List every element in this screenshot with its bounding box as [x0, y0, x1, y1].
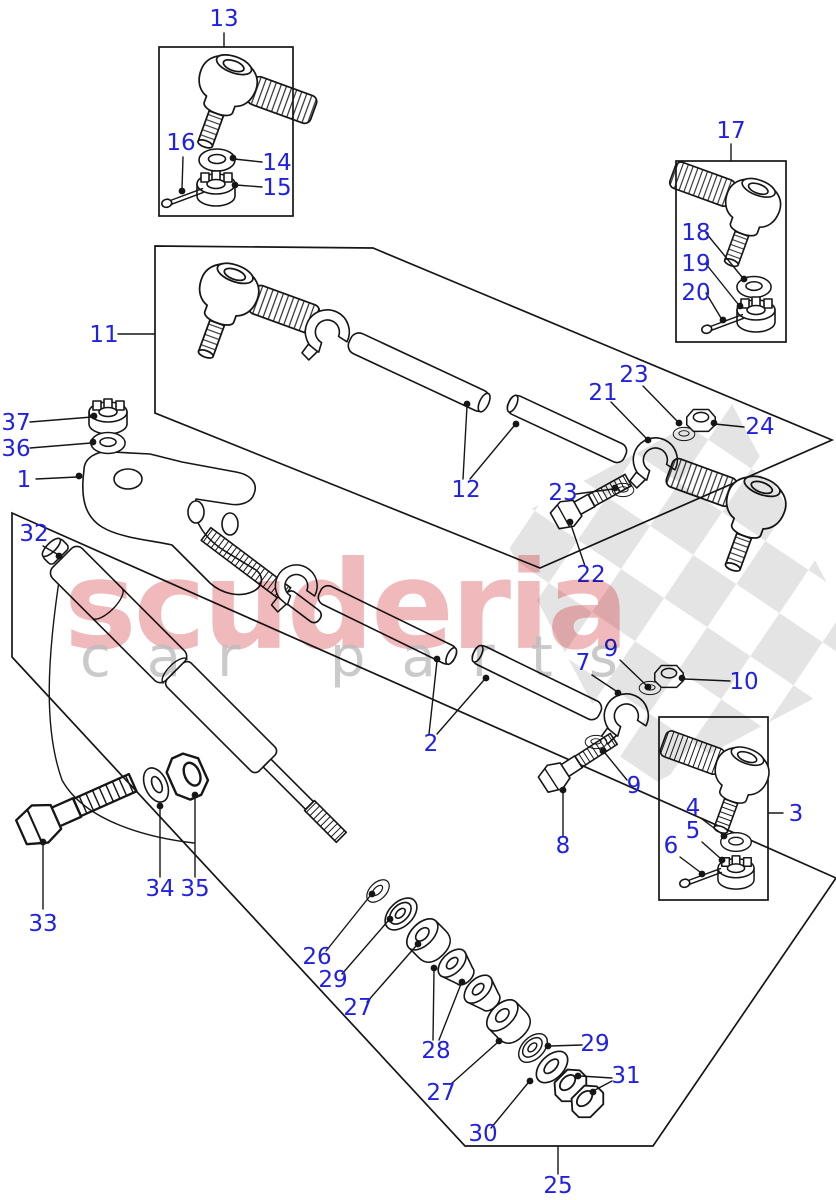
- callout-27-lower[interactable]: 27: [426, 1080, 455, 1106]
- callout-22[interactable]: 22: [576, 562, 605, 588]
- callout-6[interactable]: 6: [664, 833, 679, 859]
- callout-8[interactable]: 8: [556, 833, 571, 859]
- callout-31[interactable]: 31: [611, 1063, 640, 1089]
- callout-23-upper[interactable]: 23: [619, 362, 648, 388]
- callout-25[interactable]: 25: [543, 1173, 572, 1199]
- callout-10[interactable]: 10: [729, 669, 758, 695]
- callout-20[interactable]: 20: [681, 280, 710, 306]
- callout-2[interactable]: 2: [424, 731, 439, 757]
- callout-30[interactable]: 30: [468, 1121, 497, 1147]
- callout-35[interactable]: 35: [180, 876, 209, 902]
- callout-37[interactable]: 37: [1, 410, 30, 436]
- callout-1[interactable]: 1: [17, 467, 32, 493]
- callout-16[interactable]: 16: [166, 130, 195, 156]
- tube-12-front: [347, 332, 491, 413]
- group-box-25: [11, 511, 836, 1147]
- callout-7[interactable]: 7: [576, 650, 591, 676]
- steering-damper: [41, 537, 348, 844]
- damper-retaining-wire: [48, 561, 195, 844]
- callout-11[interactable]: 11: [89, 322, 118, 348]
- callout-24[interactable]: 24: [745, 414, 774, 440]
- callout-33[interactable]: 33: [28, 911, 57, 937]
- callout-17[interactable]: 17: [716, 118, 745, 144]
- group-box-13: [158, 46, 294, 217]
- callout-26[interactable]: 26: [302, 944, 331, 970]
- callout-12[interactable]: 12: [451, 477, 480, 503]
- callout-14[interactable]: 14: [262, 150, 291, 176]
- callout-9-upper[interactable]: 9: [604, 636, 619, 662]
- nut-24: [685, 408, 717, 433]
- callout-28[interactable]: 28: [421, 1038, 450, 1064]
- callout-9-lower[interactable]: 9: [627, 773, 642, 799]
- washer-14: [198, 148, 236, 172]
- callout-13[interactable]: 13: [209, 6, 238, 32]
- callout-19[interactable]: 19: [681, 251, 710, 277]
- callout-32[interactable]: 32: [19, 521, 48, 547]
- callout-34[interactable]: 34: [145, 876, 174, 902]
- tube-2-front: [317, 584, 458, 666]
- callout-27-upper[interactable]: 27: [343, 995, 372, 1021]
- callout-29-lower[interactable]: 29: [580, 1031, 609, 1057]
- callout-18[interactable]: 18: [681, 220, 710, 246]
- callout-15[interactable]: 15: [262, 175, 291, 201]
- callout-23-lower[interactable]: 23: [548, 480, 577, 506]
- callout-3[interactable]: 3: [789, 801, 804, 827]
- callout-21[interactable]: 21: [588, 380, 617, 406]
- callout-29-upper[interactable]: 29: [318, 967, 347, 993]
- callout-36[interactable]: 36: [1, 436, 30, 462]
- callout-4[interactable]: 4: [686, 795, 701, 821]
- callout-5[interactable]: 5: [686, 818, 701, 844]
